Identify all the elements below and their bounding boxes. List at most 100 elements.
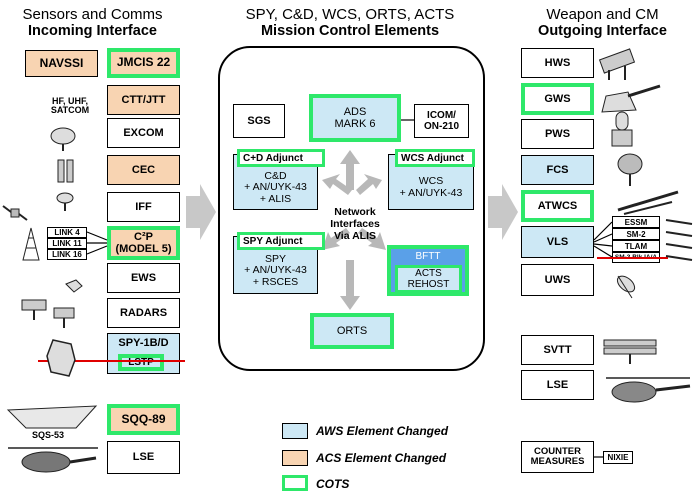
phalanx-icon [611, 111, 633, 147]
acts-line1: ACTS [415, 268, 442, 279]
legend-aws-label: AWS Element Changed [316, 424, 449, 438]
radar-icon [21, 299, 75, 328]
spy-adjunct-bar: SPY Adjunct [237, 232, 325, 250]
spy1bd-label: SPY-1B/D [118, 337, 169, 349]
radars-box: RADARS [107, 298, 180, 328]
cec-label: CEC [131, 163, 156, 176]
cd-line1: C&D [264, 169, 287, 182]
satellite-dish-icon [50, 127, 76, 151]
fcs-label: FCS [546, 163, 569, 176]
ctt-label: CTT/JTT [121, 93, 166, 106]
gws-box: GWS [521, 83, 594, 115]
radio-tower-icon [22, 227, 40, 261]
ads-line2: MARK 6 [334, 118, 376, 130]
ship-hull-icon [6, 405, 98, 429]
legend-cots-swatch [282, 475, 308, 491]
sqq89-label: SQQ-89 [121, 411, 166, 426]
navssi-box: NAVSSI [25, 50, 98, 77]
center-header: SPY, C&D, WCS, ORTS, ACTS Mission Contro… [215, 6, 485, 40]
network-line3: Via ALIS [333, 230, 376, 243]
vls-box: VLS [521, 226, 594, 258]
cec-box: CEC [107, 155, 180, 185]
sqq89-box: SQQ-89 [107, 404, 180, 435]
ads-line1: ADS [343, 105, 367, 118]
legend-aws-swatch [282, 423, 308, 439]
essm-label: ESSM [624, 217, 648, 227]
link11-label: LINK 11 [52, 239, 82, 248]
legend-cots-label: COTS [316, 477, 350, 491]
cm-line1: COUNTER [534, 445, 581, 457]
icom-line1: ICOM/ [427, 110, 456, 121]
gun-mount-icon [601, 84, 661, 113]
c2p-line2: (MODEL 5) [115, 243, 172, 255]
tlam-box: TLAM [612, 240, 660, 252]
wcs-adjunct-label: WCS Adjunct [401, 152, 464, 164]
lse-right-box: LSE [521, 370, 594, 400]
orts-label: ORTS [336, 324, 368, 337]
spy-array-icon [46, 339, 76, 377]
fcs-box: FCS [521, 155, 594, 185]
sgs-label: SGS [247, 114, 271, 127]
sm2-label: SM-2 [626, 229, 646, 239]
center-header-line2: Mission Control Elements [260, 23, 440, 40]
pws-box: PWS [521, 119, 594, 149]
ews-label: EWS [130, 271, 157, 284]
iff-box: IFF [107, 192, 180, 222]
harpoon-launcher-icon [598, 48, 636, 80]
jmcis-label: JMCIS 22 [116, 55, 171, 70]
network-label: Network Interfaces Via ALIS [320, 206, 390, 242]
lstp-box: LSTP [118, 354, 164, 371]
legend-acs-swatch [282, 450, 308, 466]
network-line2: Interfaces [330, 218, 380, 231]
center-header-line1: SPY, C&D, WCS, ORTS, ACTS [245, 6, 455, 23]
left-header-line1: Sensors and Comms [22, 6, 163, 23]
antenna-panel-icon [57, 159, 74, 183]
link4-label: LINK 4 [54, 228, 80, 237]
essm-box: ESSM [612, 216, 660, 228]
torpedo-tubes-icon [603, 339, 657, 364]
tomahawk-missiles-icon [617, 190, 679, 215]
nixie-box: NIXIE [603, 451, 633, 464]
icom-box: ICOM/ ON-210 [414, 104, 469, 138]
spy-line2: + AN/UYK-43 [244, 264, 307, 277]
spy-line3: + RSCES [252, 275, 299, 288]
cd-adjunct-bar: C+D Adjunct [237, 149, 325, 167]
lse-left-box: LSE [107, 441, 180, 474]
nixie-label: NIXIE [607, 453, 629, 462]
wcs-adjunct-bar: WCS Adjunct [395, 149, 475, 167]
countermeasures-box: COUNTER MEASURES [521, 441, 594, 473]
wcs-line2: + AN/UYK-43 [399, 187, 463, 199]
excom-box: EXCOM [107, 118, 180, 148]
jmcis-box: JMCIS 22 [107, 48, 180, 78]
pws-label: PWS [544, 127, 571, 140]
acts-line2: REHOST [407, 279, 450, 290]
dome-antenna-icon [56, 192, 74, 211]
lse-right-label: LSE [546, 378, 569, 391]
hf-uhf-satcom-label: HF, UHF, SATCOM [50, 96, 90, 116]
sgs-box: SGS [233, 104, 285, 138]
link4-box: LINK 4 [47, 227, 87, 238]
spy-line1: SPY [264, 252, 286, 265]
ew-antenna-icon [65, 279, 83, 293]
link16-box: LINK 16 [47, 249, 87, 260]
tlam-label: TLAM [624, 241, 648, 251]
uws-box: UWS [521, 264, 594, 296]
torpedo-icon [616, 275, 636, 299]
spy-adjunct-label: SPY Adjunct [243, 235, 303, 247]
svtt-box: SVTT [521, 335, 594, 365]
helicopter-right-icon [606, 377, 691, 403]
acts-box: ACTS REHOST [395, 265, 462, 293]
vls-label: VLS [546, 235, 569, 248]
iff-label: IFF [135, 200, 152, 213]
cd-line2: + AN/UYK-43 [244, 181, 307, 194]
left-header: Sensors and Comms Incoming Interface [0, 6, 185, 40]
atwcs-label: ATWCS [537, 199, 578, 212]
right-header-line2: Outgoing Interface [538, 23, 667, 40]
cd-line3: + ALIS [259, 192, 292, 205]
icom-line2: ON-210 [423, 121, 459, 132]
wcs-line1: WCS [418, 175, 444, 188]
right-header-line1: Weapon and CM [546, 6, 659, 23]
orts-box: ORTS [310, 313, 394, 349]
flow-arrow-right-icon [488, 184, 518, 240]
